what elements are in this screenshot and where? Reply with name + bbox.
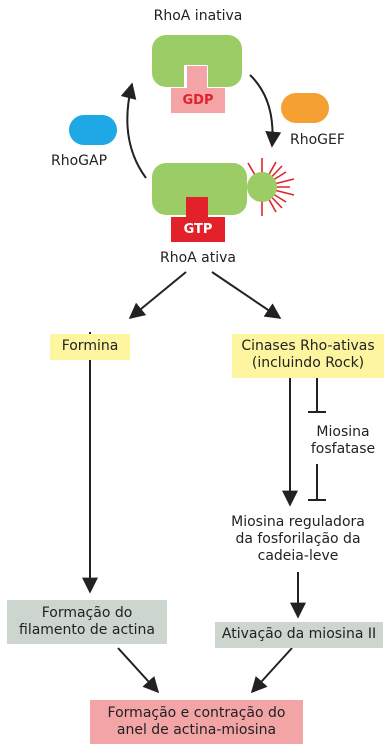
inactivation-arrow [120,82,147,179]
formina-box: Formina [50,334,130,360]
miosina-fosfatase-line2: fosfatase [310,441,376,457]
miosina-reguladora-label: Miosina reguladora da fosforilação da ca… [213,514,383,565]
rhoa-active-label: RhoA ativa [159,250,236,266]
arrow-to-cinases [211,271,282,319]
arrow-ativacao-to-final [250,647,293,694]
activation-arrow [249,74,282,148]
rhogef-label: RhoGEF [290,132,345,148]
final-line2: anel de actina-miosina [116,722,277,738]
arrow-filamento-to-final [117,647,160,694]
ativacao-miosina-box: Ativação da miosina II [215,622,383,648]
rhogef-shape [281,93,329,123]
formacao-filamento-line1: Formação do [41,605,133,621]
gdp-label: GDP [182,93,214,108]
miosina-fosfatase-label: Miosina fosfatase [305,424,381,458]
arrow-to-formina [128,271,187,320]
gtp-label: GTP [183,222,213,237]
gdp-block [171,88,225,113]
gtp-block [171,217,225,242]
miosina-reg-line3: cadeia-leve [257,548,339,564]
miosina-reg-line1: Miosina reguladora [231,514,365,530]
cinases-box: Cinases Rho-ativas (incluindo Rock) [232,334,384,378]
formina-label: Formina [61,338,119,354]
rhogap-label: RhoGAP [51,153,108,169]
miosina-reg-line2: da fosforilação da [235,531,361,547]
rhogap-shape [69,115,117,145]
rhoa-active-protein [152,158,295,242]
formacao-filamento-box: Formação do filamento de actina [7,600,167,644]
formacao-filamento-line2: filamento de actina [19,622,155,638]
miosina-fosfatase-line1: Miosina [316,424,370,440]
rhoa-inactive-protein [152,35,242,113]
final-line1: Formação e contração do [107,705,286,721]
cinases-line2: (incluindo Rock) [251,355,365,371]
cinases-line1: Cinases Rho-ativas [241,338,375,354]
final-outcome-box: Formação e contração do anel de actina-m… [90,700,303,744]
ativacao-miosina-label: Ativação da miosina II [221,626,377,642]
rhoa-inactive-label: RhoA inativa [153,8,243,24]
